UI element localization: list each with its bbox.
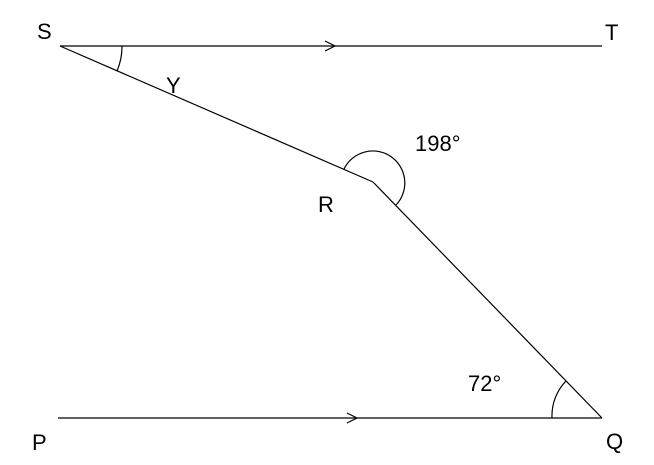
angle-arc-q — [551, 380, 567, 419]
label-p: P — [32, 430, 47, 455]
angle-label-198: 198° — [415, 131, 461, 156]
angle-label-72: 72° — [468, 371, 501, 396]
segment-rq — [372, 181, 603, 419]
parallel-arrow-st — [324, 40, 337, 52]
label-t: T — [605, 20, 618, 45]
label-r: R — [318, 192, 334, 217]
angle-arc-r — [343, 150, 406, 206]
label-q: Q — [606, 429, 623, 454]
parallel-arrow-pq — [346, 412, 359, 424]
label-s: S — [37, 19, 52, 44]
angle-label-y: Y — [166, 73, 181, 98]
angle-arc-s — [116, 45, 123, 72]
segment-sr — [59, 45, 374, 183]
